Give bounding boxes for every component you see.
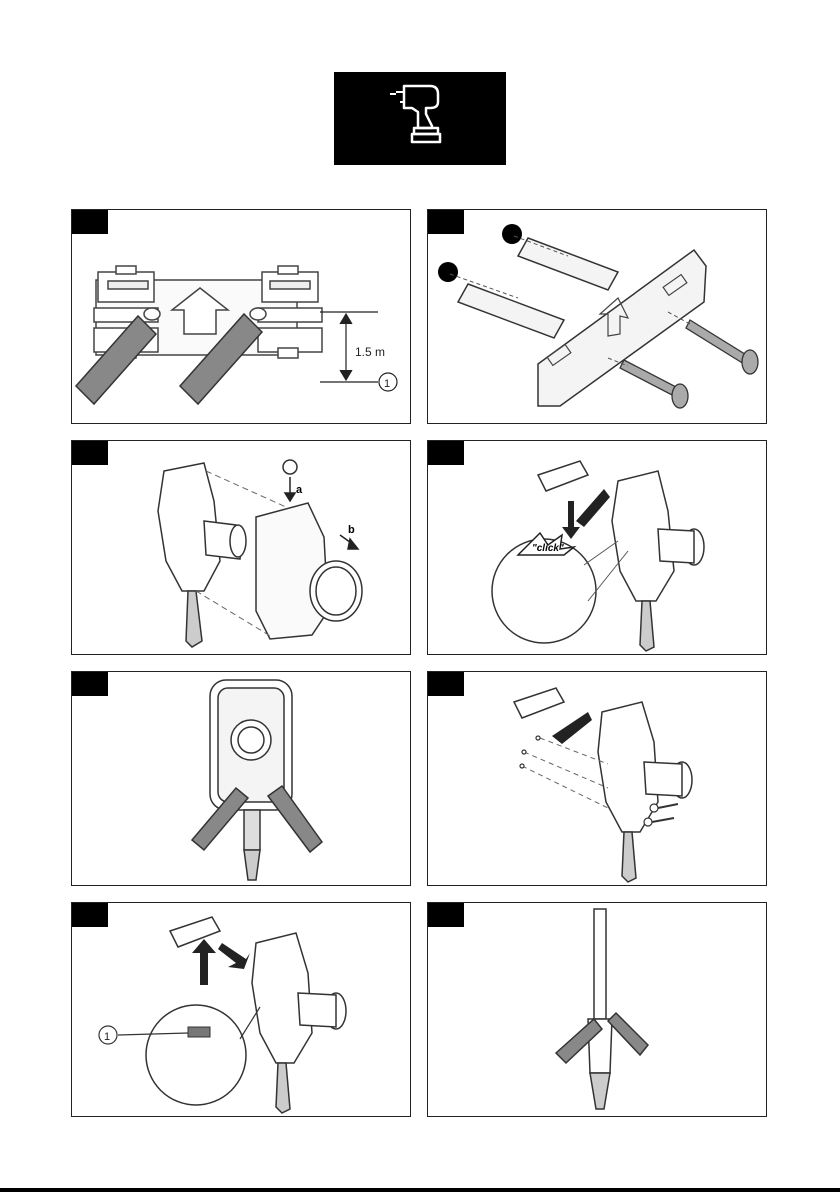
attach-screws-illustration xyxy=(428,672,767,886)
cordless-drill-icon xyxy=(334,72,506,165)
callout-number: 1 xyxy=(384,378,390,390)
callout-number: 1 xyxy=(104,1031,110,1043)
tool-icon-box xyxy=(334,72,506,165)
slide-mount-illustration: 1 xyxy=(72,903,411,1117)
step-panel-4: "click" xyxy=(427,440,767,655)
mark-holes-illustration: 1.5 m 1 xyxy=(72,210,411,424)
step-label-a: a xyxy=(296,484,303,496)
release-clips-illustration xyxy=(72,672,411,886)
detach-clips-illustration xyxy=(428,903,767,1117)
drill-hole-icon xyxy=(502,224,522,244)
page-bottom-rule xyxy=(0,1188,840,1192)
step-panel-6 xyxy=(427,671,767,886)
remove-cover-illustration: a b xyxy=(72,441,411,655)
step-label-b: b xyxy=(348,524,355,536)
click-mount-illustration: "click" xyxy=(428,441,767,655)
step-panel-8 xyxy=(427,902,767,1117)
dowels-screws-illustration xyxy=(428,210,767,424)
step-panel-7: 1 xyxy=(71,902,411,1117)
step-panel-5 xyxy=(71,671,411,886)
drill-hole-icon xyxy=(438,262,458,282)
step-panel-1: 1.5 m 1 xyxy=(71,209,411,424)
click-label: "click" xyxy=(532,543,564,554)
step-panel-3: a b xyxy=(71,440,411,655)
height-label: 1.5 m xyxy=(355,345,385,359)
step-panel-2 xyxy=(427,209,767,424)
